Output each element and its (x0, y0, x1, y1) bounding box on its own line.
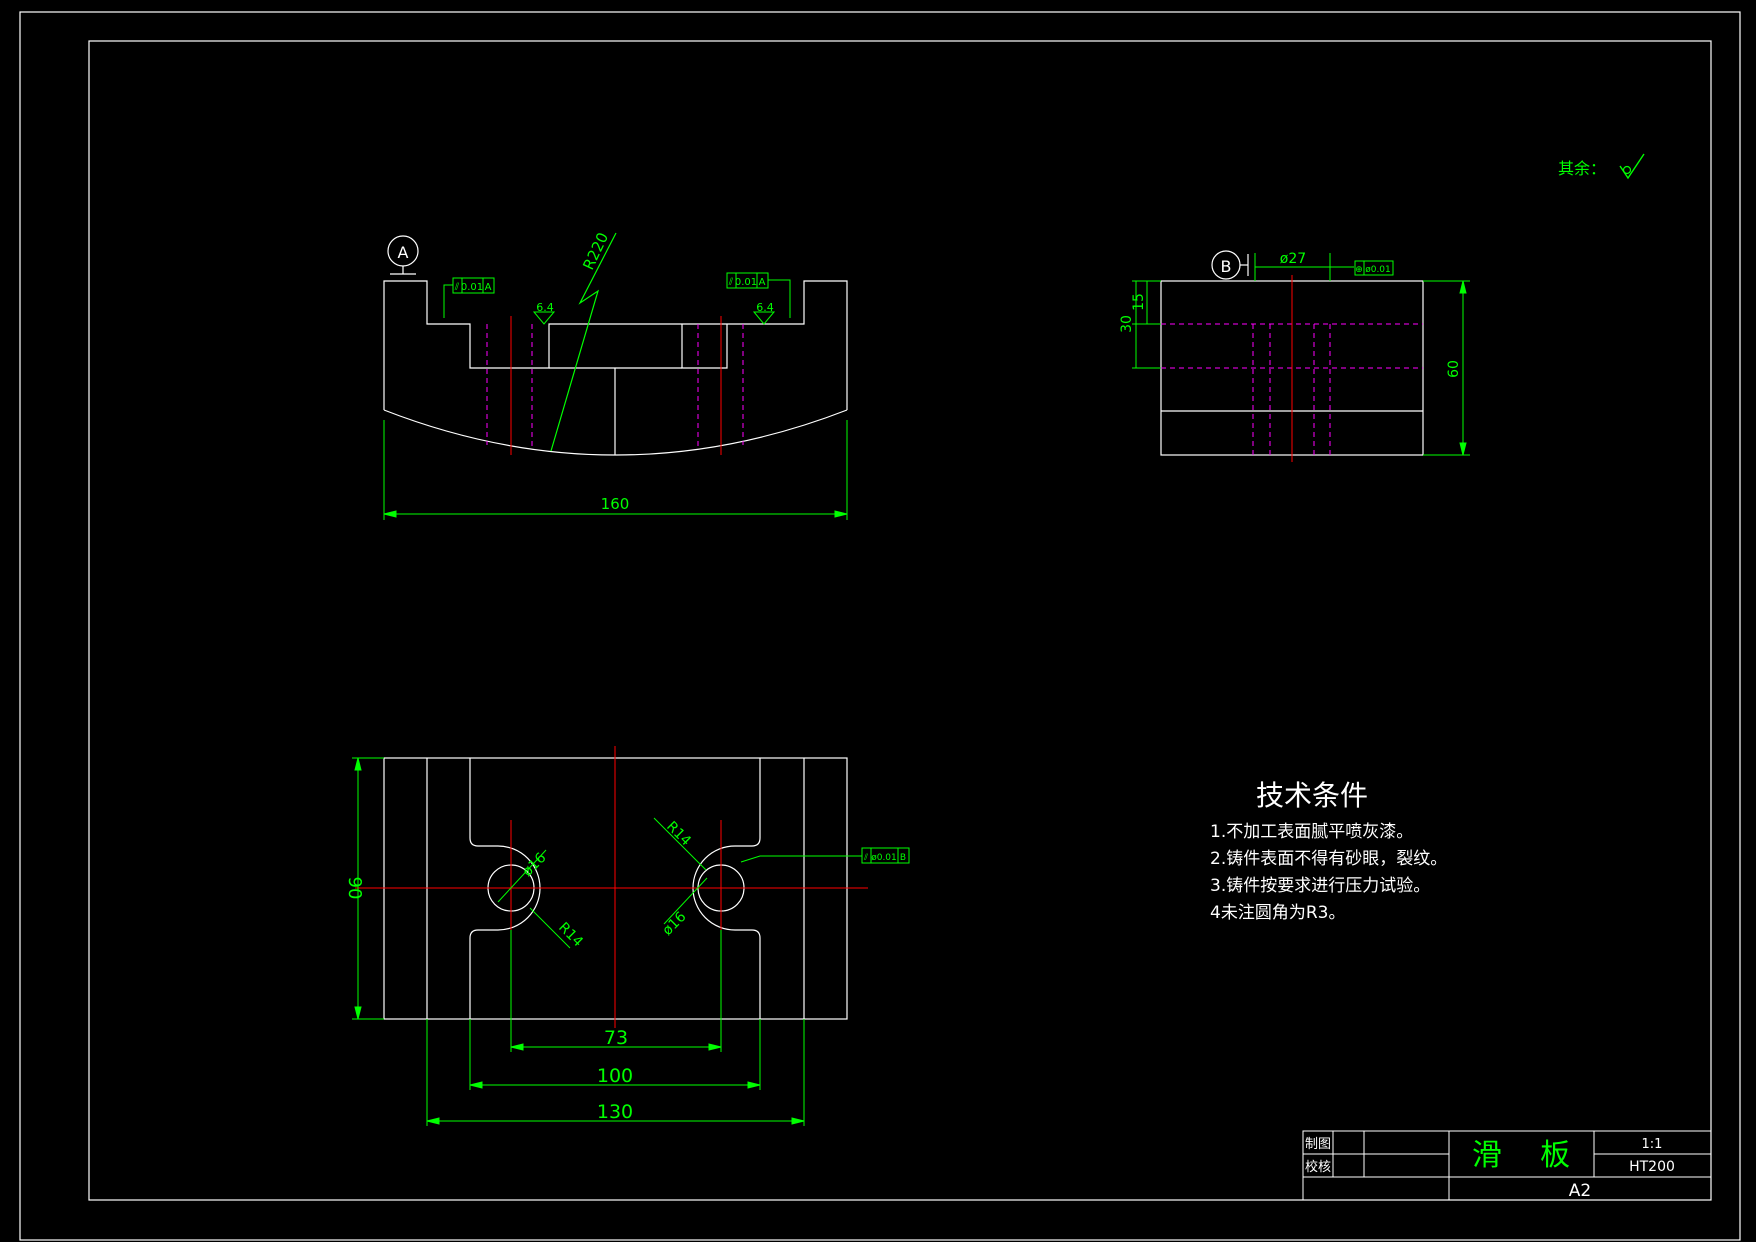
roughness-right: 6.4 (752, 301, 776, 325)
svg-text:6.4: 6.4 (756, 301, 774, 314)
roughness-left: 6.4 (532, 301, 556, 325)
svg-text:ø0.01: ø0.01 (1365, 265, 1391, 275)
tech-note-line: 2.铸件表面不得有砂眼，裂纹。 (1210, 849, 1447, 869)
svg-text:6.4: 6.4 (536, 301, 554, 314)
svg-text:0.01: 0.01 (461, 282, 483, 293)
front-tolerance-left: ⫽ 0.01 A (443, 277, 495, 318)
surface-roughness-note: 其余： (1558, 153, 1645, 180)
material-value: HT200 (1629, 1159, 1675, 1175)
side-dim-15: 15 (1131, 293, 1147, 311)
surface-note-label: 其余： (1558, 159, 1606, 178)
svg-text:A: A (485, 282, 492, 293)
svg-text:⫽: ⫽ (863, 853, 868, 863)
svg-text:ø0.01: ø0.01 (871, 853, 897, 863)
svg-text:⊕: ⊕ (1355, 265, 1363, 275)
svg-text:⫽: ⫽ (728, 277, 734, 288)
top-view: ø16 R14 R14 ø16 ⫽ ø0.01 B 90 (344, 746, 910, 1126)
title-block: 制图 校核 滑 板 1:1 HT200 A2 (1302, 1130, 1712, 1201)
side-dim-60: 60 (1446, 360, 1462, 378)
tech-note-line: 1.不加工表面腻平喷灰漆。 (1210, 822, 1413, 842)
front-tolerance-right: ⫽ 0.01 A (726, 272, 791, 318)
top-tolerance: ⫽ ø0.01 B (740, 847, 910, 864)
svg-text:A: A (759, 277, 766, 288)
tech-notes-title: 技术条件 (1256, 779, 1368, 812)
svg-text:B: B (900, 853, 906, 863)
datum-b-label: B (1221, 257, 1232, 276)
side-view: B ø27 ⊕ ø0.01 15 30 (1119, 250, 1470, 462)
r220-leader (550, 232, 617, 452)
front-view-outline (383, 280, 848, 410)
surface-roughness-icon (1619, 153, 1645, 180)
top-dim-73: 73 (604, 1027, 628, 1049)
svg-text:0.01: 0.01 (735, 277, 757, 288)
svg-text:⫽: ⫽ (454, 282, 460, 293)
part-name: 滑 板 (1472, 1138, 1570, 1173)
front-view-arc (383, 409, 848, 456)
top-dim-90: 90 (344, 877, 365, 900)
scale-value: 1:1 (1642, 1137, 1663, 1152)
top-dim-130: 130 (597, 1101, 633, 1123)
sheet-border (19, 11, 1741, 1241)
side-dim-30: 30 (1119, 315, 1135, 333)
tech-note-line: 3.铸件按要求进行压力试验。 (1210, 876, 1430, 896)
side-hole-dim: ø27 (1280, 251, 1306, 267)
checked-by-label: 校核 (1305, 1159, 1331, 1175)
top-dim-100: 100 (597, 1065, 633, 1087)
technical-notes: 技术条件 1.不加工表面腻平喷灰漆。 2.铸件表面不得有砂眼，裂纹。 3.铸件按… (1210, 779, 1447, 923)
side-tolerance: ⊕ ø0.01 (1354, 260, 1394, 276)
sheet-size: A2 (1569, 1181, 1591, 1201)
tech-note-line: 4未注圆角为R3。 (1210, 903, 1345, 923)
front-width-dim: 160 (601, 495, 630, 513)
datum-a-label: A (398, 243, 409, 262)
drawn-by-label: 制图 (1305, 1137, 1331, 1152)
